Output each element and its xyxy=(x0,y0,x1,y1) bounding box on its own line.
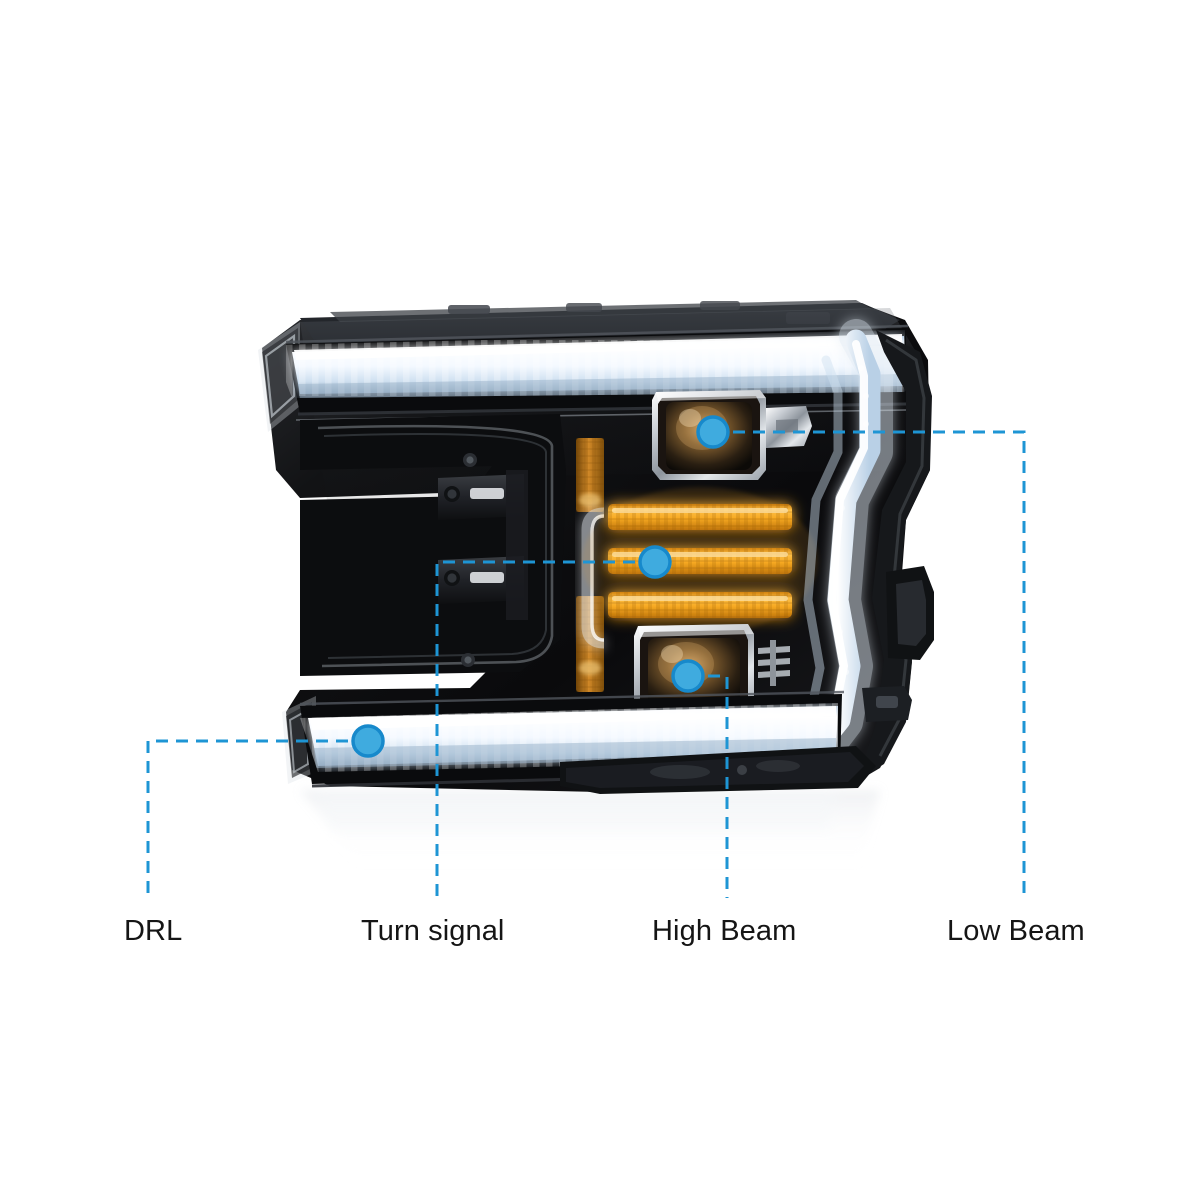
callout-label-drl: DRL xyxy=(124,915,183,947)
callout-dot-turn-signal[interactable] xyxy=(638,545,672,579)
callout-layer xyxy=(146,415,1026,898)
housing-right-edge xyxy=(856,330,934,782)
callout-label-turn-signal: Turn signal xyxy=(361,915,505,947)
callout-line-high-beam xyxy=(688,674,729,898)
callout-line-drl xyxy=(146,739,368,898)
callout-dot-high-beam[interactable] xyxy=(671,659,705,693)
callout-line-turn-signal xyxy=(435,560,655,898)
housing-bottom-apron xyxy=(560,746,876,794)
callout-line-low-beam xyxy=(713,430,1026,898)
callout-dot-drl[interactable] xyxy=(351,724,385,758)
callout-dot-low-beam[interactable] xyxy=(696,415,730,449)
product-reflection xyxy=(300,790,880,868)
callout-label-high-beam: High Beam xyxy=(652,915,797,947)
callout-label-low-beam: Low Beam xyxy=(947,915,1085,947)
mounting-brackets xyxy=(438,470,528,620)
